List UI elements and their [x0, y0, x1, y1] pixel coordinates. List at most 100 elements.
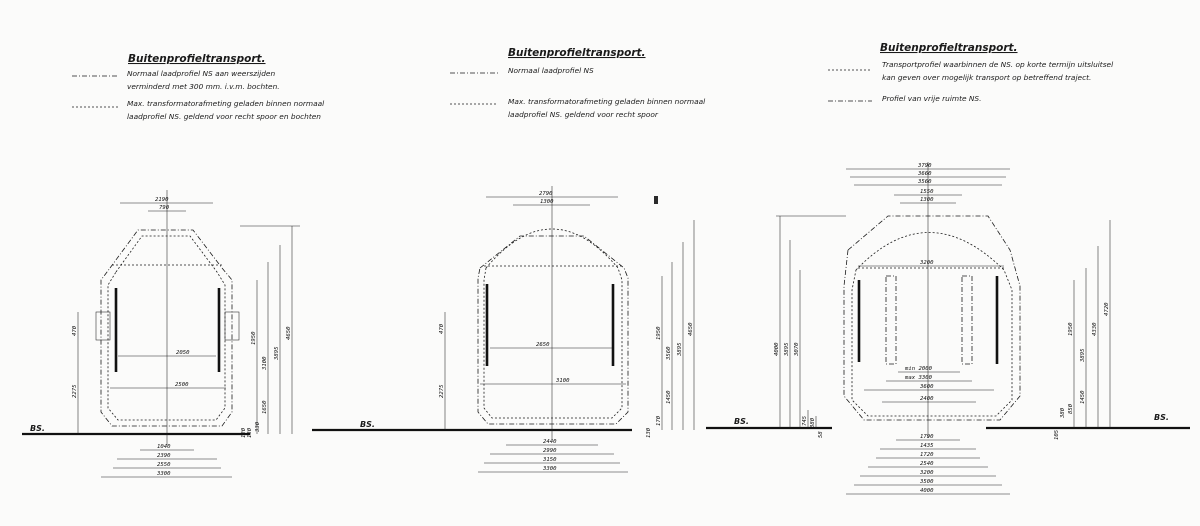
dim-right-4: 4720	[1104, 302, 1110, 316]
panel-3-legend-1-line-2: kan geven over mogelijk transport op bet…	[882, 73, 1091, 82]
bs-label: BS.	[360, 420, 375, 429]
dim-top-1: 3790	[917, 163, 932, 169]
panel-3-title: Buitenprofieltransport.	[880, 42, 1018, 54]
dim-left-2: 2275	[72, 384, 78, 398]
dim-right-2: 3560	[666, 346, 672, 361]
inner-bar-right	[961, 275, 973, 365]
dim-bottom-5: 3200	[919, 470, 934, 476]
dim-right-5: 1450	[1080, 390, 1086, 404]
right-dimension-stack	[240, 225, 300, 434]
dim-right-5: 1450	[666, 390, 672, 404]
dim-left-5: 380	[810, 417, 816, 429]
panel-3-legend-2-line-1: Profiel van vrije ruimte NS.	[882, 94, 981, 103]
dim-left-2: 3895	[784, 342, 790, 357]
right-dimension-stack	[1073, 220, 1111, 428]
dim-right-7: 380	[1060, 407, 1066, 419]
dim-right-4: 4650	[286, 326, 292, 340]
dim-bottom-1: 2440	[543, 439, 557, 445]
dim-bottom-3: 2550	[157, 462, 171, 468]
dim-bottom-4: 3300	[156, 471, 171, 477]
transport-profile-outline	[851, 232, 1013, 417]
dim-inner-4: 3600	[919, 384, 934, 390]
transformer-outline	[107, 235, 226, 421]
dim-right-6: 850	[1068, 403, 1074, 414]
loading-profile-outline	[100, 229, 233, 427]
dim-top-2: 1300	[540, 199, 554, 205]
dim-inner-5: 2400	[920, 396, 934, 402]
dim-right-7: 130	[247, 427, 253, 438]
dim-bottom-2: 2990	[543, 448, 557, 454]
panel-2-legend-2-line-1: Max. transformatorafmeting geladen binne…	[508, 97, 706, 106]
right-dimension-stack	[661, 220, 695, 430]
dim-right-1: 1950	[251, 331, 257, 345]
dim-left-1: 470	[72, 325, 78, 336]
dim-top-1: 2790	[539, 191, 553, 197]
dim-bottom-4: 2540	[920, 461, 934, 467]
dim-right-3: 3895	[677, 342, 683, 357]
dim-left-6: 58	[818, 431, 824, 438]
dim-inner-2: min 2000	[904, 366, 933, 372]
dim-bottom-4: 3300	[542, 466, 557, 472]
free-space-profile-outline	[843, 215, 1021, 421]
dim-top-2: 790	[159, 205, 170, 211]
side-box-left	[95, 311, 111, 341]
dim-left-2: 2275	[439, 384, 445, 398]
bs-label-right: BS.	[1154, 413, 1169, 422]
dim-inner-2: 2500	[175, 382, 189, 388]
dim-bottom-2: 1435	[920, 443, 934, 449]
panel-2-legend-1-line-1: Normaal laadprofiel NS	[508, 66, 594, 75]
dim-top-5: 1300	[920, 197, 934, 203]
dim-right-7: 130	[646, 427, 652, 438]
ink-mark	[654, 196, 658, 204]
dim-bottom-7: 4000	[920, 488, 934, 494]
panel-1-legend-1-line-2: verminderd met 300 mm. i.v.m. bochten.	[127, 82, 280, 91]
panel-1: Buitenprofieltransport. Normaal laadprof…	[22, 53, 325, 478]
bs-label-left: BS.	[734, 417, 749, 426]
dim-left-4: 745	[802, 415, 808, 426]
panel-2-legend-2-line-2: laadprofiel NS. geldend voor recht spoor	[508, 110, 659, 119]
panel-1-title: Buitenprofieltransport.	[128, 53, 266, 65]
dim-top-1: 2190	[155, 197, 169, 203]
transformer-outline	[483, 228, 623, 419]
dim-right-1: 1950	[656, 326, 662, 340]
panel-3-legend-1-line-1: Transportprofiel waarbinnen de NS. op ko…	[882, 60, 1114, 69]
dim-inner-1: 2050	[176, 350, 190, 356]
dim-right-2: 3895	[1080, 348, 1086, 363]
dim-left-1: 470	[439, 323, 445, 334]
dim-inner-1: 3200	[919, 260, 934, 266]
dim-right-4: 4650	[688, 322, 694, 336]
dim-top-4: 1550	[920, 189, 934, 195]
dim-bottom-2: 2390	[157, 453, 171, 459]
dim-right-6: 170	[656, 415, 662, 426]
dim-bottom-6: 3500	[919, 479, 934, 485]
panel-2: Buitenprofieltransport. Normaal laadprof…	[312, 47, 706, 473]
side-box-right	[224, 311, 240, 341]
dim-left-1: 4000	[774, 342, 780, 356]
dim-top-3: 3560	[917, 179, 932, 185]
dim-right-1: 1950	[1068, 322, 1074, 336]
dim-bottom-1: 1790	[920, 434, 934, 440]
bs-label: BS.	[30, 424, 45, 433]
panel-1-legend-1-line-1: Normaal laadprofiel NS aan weerszijden	[127, 69, 275, 78]
dim-right-6: 330	[255, 421, 261, 433]
dim-right-3: 3895	[274, 346, 280, 361]
dim-bottom-1: 1040	[157, 444, 171, 450]
dim-right-3: 4330	[1092, 322, 1098, 336]
loading-profile-outline	[477, 235, 629, 425]
panel-1-legend-2-line-2: laadprofiel NS. geldend voor recht spoor…	[127, 112, 321, 121]
dim-right-5: 1650	[262, 400, 268, 414]
inner-bar-left	[885, 275, 897, 365]
dim-right-8: 120	[241, 427, 247, 438]
dim-left-3: 3070	[794, 342, 800, 357]
panel-2-title: Buitenprofieltransport.	[508, 47, 646, 59]
dim-bottom-3: 3150	[542, 457, 557, 463]
left-dimension-stack	[776, 215, 846, 428]
dim-right-8: 105	[1054, 429, 1060, 440]
dim-top-2: 3660	[917, 171, 932, 177]
panel-1-legend-2-line-1: Max. transformatorafmeting geladen binne…	[127, 99, 325, 108]
dim-right-2: 3100	[262, 356, 268, 371]
dim-inner-2: 3100	[555, 378, 570, 384]
dim-inner-3: max 3300	[904, 375, 933, 381]
panel-3: Buitenprofieltransport. Transportprofiel…	[706, 42, 1190, 495]
